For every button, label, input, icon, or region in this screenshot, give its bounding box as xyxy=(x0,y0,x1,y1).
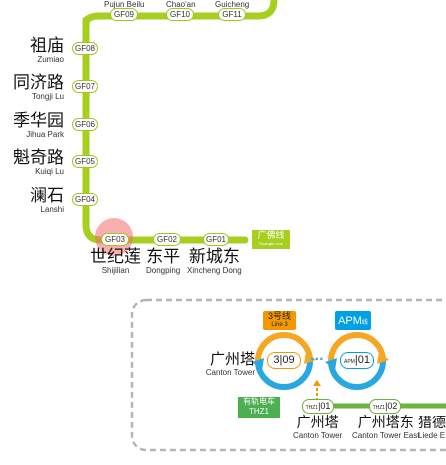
station-code-badge[interactable]: GF04 xyxy=(72,193,98,206)
station-lanshi[interactable]: 澜石 Lanshi xyxy=(30,187,64,215)
thz1-station-code[interactable]: THZ1|01 xyxy=(302,399,334,414)
station-shijilian[interactable]: 世纪莲 Shijilian xyxy=(90,248,141,276)
apm-label-cn: 线 xyxy=(361,320,368,326)
station-name-pinyin: Pujun Beilu xyxy=(104,0,145,9)
station-name-pinyin: Kuiqi Lu xyxy=(35,167,64,176)
station-name-cn: 广州塔 xyxy=(296,415,339,431)
station-name-cn: 魁奇路 xyxy=(13,148,64,168)
station-name-cn: 广州塔 xyxy=(209,350,255,368)
station-xincheng-dong[interactable]: 新城东 Xincheng Dong xyxy=(187,248,242,276)
station-code-badge[interactable]: GF02 xyxy=(153,233,181,246)
station-number: 09 xyxy=(282,354,295,366)
station-code-badge[interactable]: GF10 xyxy=(166,8,194,21)
station-liede[interactable]: 猎德 Liede E xyxy=(418,416,446,441)
station-name-pinyin: Zumiao xyxy=(37,55,64,64)
line3-station-code[interactable]: 3|09 xyxy=(267,352,301,369)
station-name-cn: 猎德 xyxy=(418,416,446,431)
station-code-badge[interactable]: GF01 xyxy=(203,233,229,246)
tram-code: THZ1 xyxy=(249,407,269,416)
station-code-badge[interactable]: GF09 xyxy=(110,8,138,21)
station-canton-tower-east[interactable]: 广州塔东 Canton Tower East xyxy=(352,416,419,441)
ellipsis: ··· xyxy=(310,352,324,366)
station-dongping[interactable]: 东平 Dongping xyxy=(146,248,180,276)
station-name-cn: 广州塔东 xyxy=(357,415,414,431)
station-code-badge[interactable]: GF11 xyxy=(218,8,246,21)
station-number: 02 xyxy=(387,401,398,411)
station-code-badge[interactable]: GF03 xyxy=(101,233,129,246)
station-canton-tower-interchange[interactable]: 广州塔 Canton Tower xyxy=(205,350,255,378)
transfer-connector-arrow xyxy=(313,380,321,386)
station-name-pinyin: Xincheng Dong xyxy=(187,266,242,275)
thz1-station-code[interactable]: THZ1|02 xyxy=(369,399,401,414)
station-name-pinyin: Lanshi xyxy=(40,205,64,214)
station-name-cn: 新城东 xyxy=(188,247,240,267)
transfer-inset-frame xyxy=(130,298,446,452)
station-code-badge[interactable]: GF08 xyxy=(72,42,98,55)
line3-interchange-ring xyxy=(252,332,316,390)
station-name-cn: 季华园 xyxy=(13,111,64,131)
station-name-pinyin: Dongping xyxy=(146,266,181,275)
apm-station-code[interactable]: APM|01 xyxy=(340,352,374,369)
station-name-pinyin: Canton Tower xyxy=(205,368,255,377)
station-code-badge[interactable]: GF06 xyxy=(72,118,98,131)
station-name-cn: 祖庙 xyxy=(30,36,64,56)
guangfo-line-path xyxy=(82,16,249,244)
thz1-tram-tag[interactable]: 有轨电车 THZ1 xyxy=(238,397,280,418)
station-jihua-park[interactable]: 季华园 Jihua Park xyxy=(13,112,64,140)
station-code-badge[interactable]: GF05 xyxy=(72,155,98,168)
line-number: APM xyxy=(344,359,355,365)
station-name-pinyin: Guicheng xyxy=(215,0,250,9)
station-number: 01 xyxy=(357,354,370,366)
tram-name-cn: 有轨电车 xyxy=(243,397,275,406)
station-name-cn: 同济路 xyxy=(13,73,64,93)
line3-name-cn: 3号线 xyxy=(267,311,291,321)
line3-tag[interactable]: 3号线 Line 3 xyxy=(263,311,296,330)
station-zumiao[interactable]: 祖庙 Zumiao xyxy=(30,37,64,65)
line-name-en: Guangfo Line xyxy=(258,241,284,246)
station-name-pinyin: Shijilian xyxy=(101,266,130,275)
apm-label: APM xyxy=(338,315,362,327)
station-number: 01 xyxy=(320,401,331,411)
guangfo-line-tag[interactable]: 广佛线 Guangfo Line xyxy=(252,230,290,249)
station-name-pinyin: Canton Tower East xyxy=(352,431,420,440)
station-canton-tower-tram[interactable]: 广州塔 Canton Tower xyxy=(293,416,342,441)
line-code: THZ1 xyxy=(372,405,386,411)
station-name-pinyin: Jihua Park xyxy=(26,130,64,139)
station-kuiqi-lu[interactable]: 魁奇路 Kuiqi Lu xyxy=(13,149,64,177)
line-number: 3 xyxy=(273,354,280,366)
station-name-pinyin: Chao'an xyxy=(166,0,196,9)
station-name-cn: 东平 xyxy=(146,247,181,267)
station-name-pinyin: Tongji Lu xyxy=(31,92,64,101)
station-name-cn: 世纪莲 xyxy=(90,247,141,267)
line-name-cn: 广佛线 xyxy=(257,230,285,240)
station-code-badge[interactable]: GF07 xyxy=(72,80,98,93)
station-tongji-lu[interactable]: 同济路 Tongji Lu xyxy=(13,74,64,102)
apm-line-tag[interactable]: APM线 xyxy=(335,311,371,330)
apm-interchange-ring xyxy=(325,332,389,390)
station-name-pinyin: Canton Tower xyxy=(293,431,343,440)
station-name-pinyin: Liede E xyxy=(418,431,446,440)
line-code: THZ1 xyxy=(305,405,319,411)
line3-name-en: Line 3 xyxy=(271,322,288,328)
station-name-cn: 澜石 xyxy=(30,186,64,206)
